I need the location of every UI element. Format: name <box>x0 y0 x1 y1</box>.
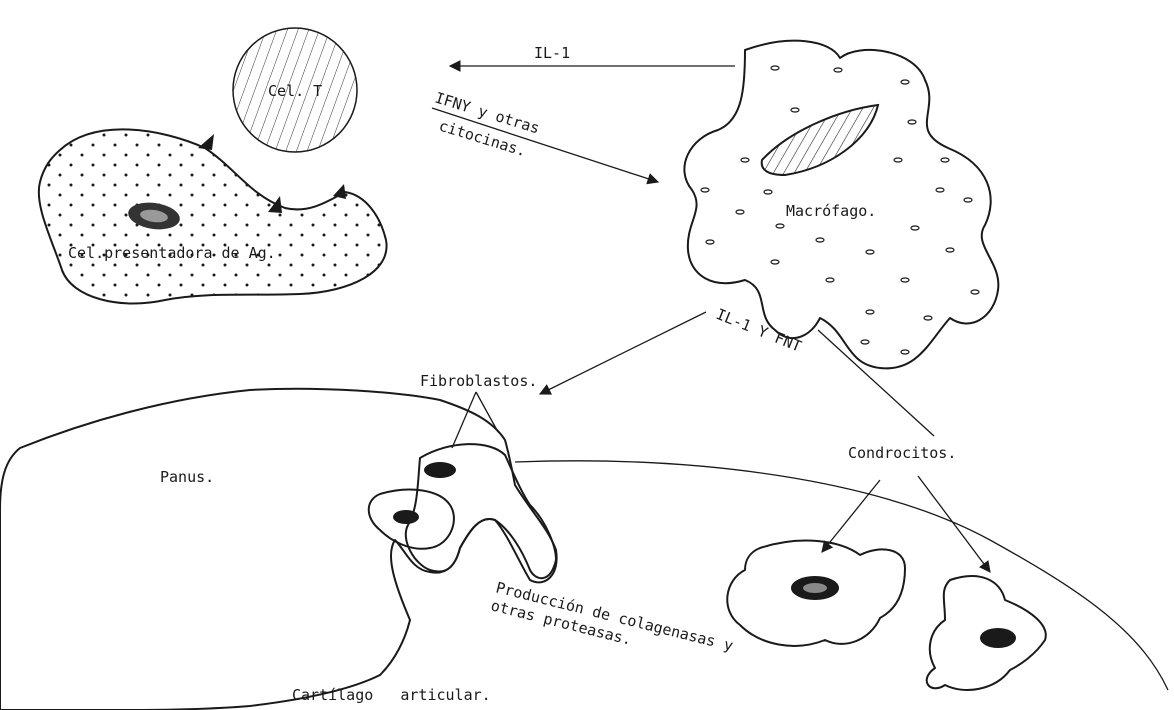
chondrocyte-2 <box>927 576 1046 690</box>
apc-label: Cel.presentadora de Ag. <box>68 244 276 262</box>
pannus: Panus. <box>0 389 557 710</box>
antigen-presenting-cell: Cel.presentadora de Ag. <box>39 129 387 303</box>
arrow-to-chondrocyte-2 <box>918 476 990 572</box>
fibroblast-pointer-1 <box>452 392 476 448</box>
il1-top-label: IL-1 <box>534 44 570 62</box>
arrow-to-fibroblasts <box>540 312 706 394</box>
arrow-to-chondrocytes <box>818 330 934 436</box>
fibroblasts: Fibroblastos. <box>369 372 556 578</box>
chondrocytes-label: Condrocitos. <box>848 444 956 462</box>
arrow-to-chondrocyte-1 <box>822 480 880 552</box>
cartilage-label: Cartílago articular. <box>292 686 491 704</box>
ifn-arrow-to-macrophage <box>432 108 658 182</box>
fibroblasts-label: Fibroblastos. <box>420 372 537 390</box>
panus-label: Panus. <box>160 468 214 486</box>
t-cell: Cel. T <box>233 28 357 152</box>
il1-fnt-label: IL-1 Y FNT <box>714 305 804 356</box>
macrophage-label: Macrófago. <box>786 202 876 220</box>
fibroblast-pointer-2 <box>476 392 498 432</box>
chondrocyte-1 <box>727 541 905 646</box>
cartilage-boundary-line <box>515 461 1168 690</box>
t-cell-label: Cel. T <box>268 82 322 100</box>
